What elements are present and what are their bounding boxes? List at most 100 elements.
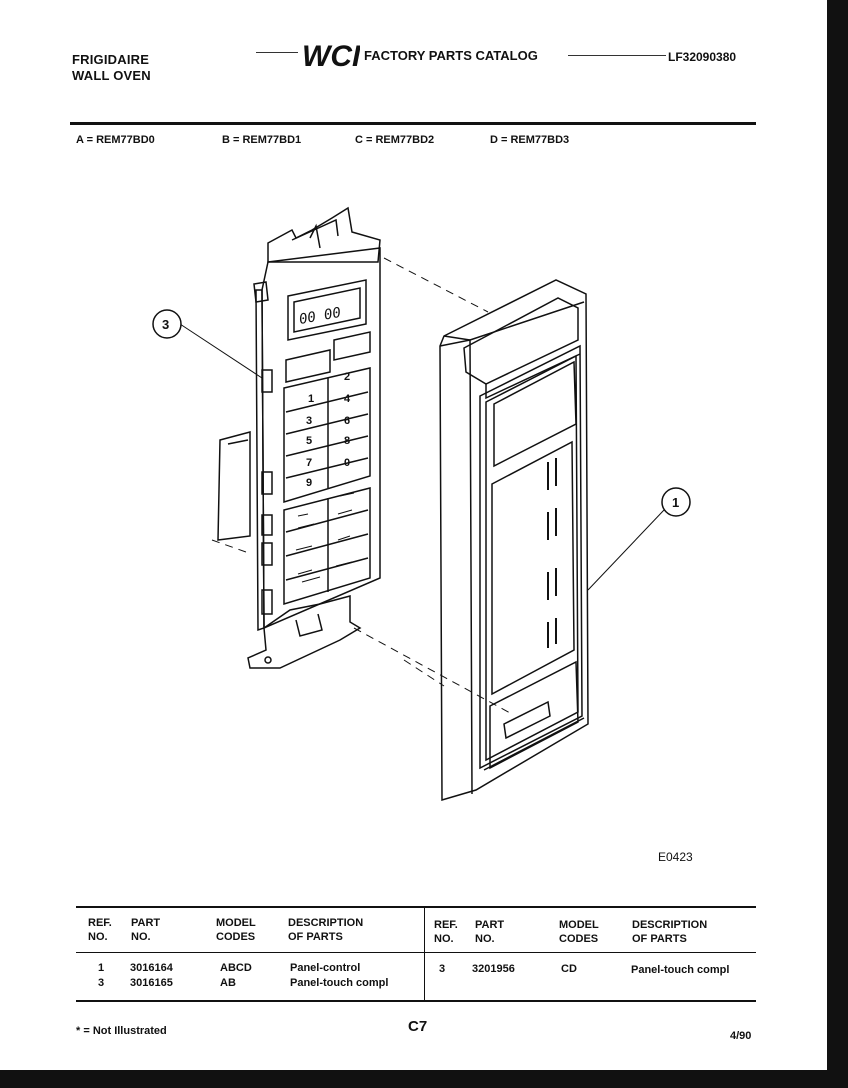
back-plate-lip bbox=[227, 439, 249, 445]
leader-line-3 bbox=[179, 323, 263, 379]
assembly-line-left bbox=[211, 539, 247, 553]
key-3: 3 bbox=[306, 415, 312, 427]
wci-logo-text: WCI bbox=[302, 40, 360, 72]
key-5: 5 bbox=[306, 435, 312, 447]
page-border-right bbox=[827, 0, 848, 1088]
cell-desc: Panel-touch compl bbox=[290, 977, 389, 989]
key-8: 8 bbox=[344, 435, 350, 447]
cell-part: 3016164 bbox=[130, 962, 173, 974]
bottom-bracket-detail bbox=[295, 613, 323, 637]
catalog-title: FACTORY PARTS CATALOG bbox=[364, 48, 538, 63]
side-clip bbox=[261, 589, 273, 615]
door-bottom-edge bbox=[483, 717, 585, 771]
assembly-line-middle bbox=[403, 659, 445, 687]
table-column-divider bbox=[424, 907, 425, 1001]
side-clip-top bbox=[253, 281, 269, 303]
model-code-c: C = REM77BD2 bbox=[355, 134, 435, 146]
door-panel-outline bbox=[439, 279, 589, 802]
bracket-tab bbox=[309, 223, 321, 249]
diagram-code: E0423 bbox=[658, 850, 693, 864]
cell-desc: Panel-touch compl bbox=[631, 964, 730, 976]
display-digits: 00 00 bbox=[298, 305, 342, 328]
page-id: C7 bbox=[408, 1018, 428, 1035]
door-panel-corner bbox=[443, 335, 471, 341]
cell-codes: ABCD bbox=[220, 962, 252, 974]
bracket-detail bbox=[291, 218, 339, 241]
model-code-d: D = REM77BD3 bbox=[490, 134, 570, 146]
callout-1: 1 bbox=[661, 487, 691, 517]
function-key-right bbox=[333, 331, 371, 361]
keypad-divider-rows bbox=[285, 391, 369, 479]
cell-desc: Panel-control bbox=[290, 962, 361, 974]
not-illustrated-footnote: * = Not Illustrated bbox=[76, 1025, 167, 1037]
header-dash-left bbox=[256, 52, 298, 53]
header-dash-right bbox=[568, 55, 666, 56]
key-4: 4 bbox=[344, 393, 351, 405]
door-keypad-opening bbox=[491, 440, 575, 696]
model-code-a: A = REM77BD0 bbox=[76, 134, 155, 146]
table-rule-header bbox=[76, 952, 756, 953]
table-rule-bottom bbox=[76, 1000, 756, 1002]
cell-codes: AB bbox=[220, 977, 236, 989]
page-border-bottom bbox=[0, 1070, 848, 1088]
door-top-lip bbox=[463, 297, 579, 385]
cell-ref: 1 bbox=[98, 962, 105, 974]
cell-ref: 3 bbox=[439, 963, 446, 975]
leader-line-1 bbox=[587, 509, 665, 591]
door-handle-slot bbox=[503, 700, 551, 740]
cell-part: 3201956 bbox=[472, 963, 515, 975]
cell-part: 3016165 bbox=[130, 977, 173, 989]
door-top-lip-underside bbox=[485, 353, 581, 400]
key-9: 9 bbox=[306, 477, 312, 489]
mounting-hole bbox=[264, 656, 272, 664]
control-panel-side-edge bbox=[255, 289, 265, 632]
header-ref-no-right: REF.NO. bbox=[434, 919, 458, 945]
key-6: 6 bbox=[344, 415, 350, 427]
command-keypad-frame bbox=[283, 487, 371, 606]
table-rule-top bbox=[76, 906, 756, 908]
product-type: WALL OVEN bbox=[72, 68, 151, 83]
door-panel-left-face bbox=[439, 339, 473, 795]
function-key-left bbox=[285, 349, 331, 383]
callout-3: 3 bbox=[152, 309, 182, 339]
display-bezel bbox=[293, 287, 361, 333]
catalog-number: LF32090380 bbox=[668, 50, 737, 64]
assembly-line-top bbox=[383, 257, 489, 313]
brand-block: FRIGIDAIRE WALL OVEN bbox=[72, 52, 151, 84]
control-panel-bottom-bracket bbox=[247, 595, 362, 669]
date-code: 4/90 bbox=[730, 1030, 752, 1042]
key-7: 7 bbox=[306, 457, 312, 469]
keypad-numerals: 1 2 3 4 5 6 7 8 9 0 bbox=[306, 371, 351, 489]
side-clip bbox=[261, 514, 273, 536]
header-ref-no: REF.NO. bbox=[88, 917, 112, 943]
cell-ref: 3 bbox=[98, 977, 105, 989]
side-clip bbox=[261, 542, 273, 566]
brand-name: FRIGIDAIRE bbox=[72, 52, 150, 67]
key-0: 0 bbox=[344, 457, 350, 469]
back-plate-left bbox=[217, 431, 251, 541]
numeric-keypad-frame bbox=[283, 367, 371, 504]
door-handle-recess bbox=[489, 660, 579, 770]
command-divider-rows bbox=[285, 509, 369, 581]
side-clip bbox=[261, 369, 273, 393]
assembly-line-bottom bbox=[353, 627, 513, 715]
callout-1-label: 1 bbox=[672, 495, 679, 510]
cell-codes: CD bbox=[561, 963, 577, 975]
control-panel-top-bracket bbox=[267, 206, 381, 263]
header-rule bbox=[70, 122, 756, 125]
callout-3-label: 3 bbox=[162, 317, 169, 332]
model-code-b: B = REM77BD1 bbox=[222, 134, 302, 146]
display-window bbox=[287, 279, 367, 341]
command-key-labels bbox=[295, 492, 355, 583]
door-inner-frame bbox=[479, 344, 583, 770]
door-inner-frame-edge bbox=[485, 354, 579, 762]
wci-logo: WCI bbox=[300, 38, 360, 72]
door-panel-top-edge bbox=[469, 301, 585, 341]
